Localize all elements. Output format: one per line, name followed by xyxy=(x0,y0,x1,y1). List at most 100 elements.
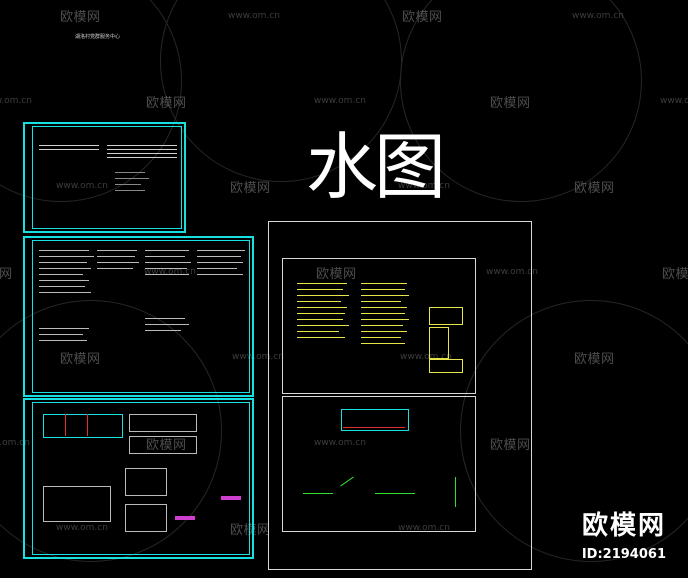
note-line xyxy=(361,337,401,338)
note-line xyxy=(297,289,343,290)
text-block xyxy=(39,268,91,269)
detail-magenta xyxy=(221,496,241,500)
watermark-logo: 欧模网 xyxy=(574,181,615,196)
note-line xyxy=(297,295,349,296)
note-line xyxy=(297,331,339,332)
text-block xyxy=(97,256,135,257)
watermark-logo: 欧模网 xyxy=(574,352,615,367)
brand-logo: 欧模网 xyxy=(581,511,666,541)
text-block xyxy=(197,274,243,275)
watermark-url: www.om.cn xyxy=(56,181,108,191)
text-block xyxy=(39,334,83,335)
watermark-url: www.om.cn xyxy=(314,438,366,448)
watermark-url: www.om.cn xyxy=(0,438,30,448)
pipe-green xyxy=(455,477,456,507)
text-block xyxy=(39,328,89,329)
pipe-green xyxy=(303,493,333,494)
drawing-sheet-water-plan[interactable] xyxy=(282,396,476,532)
watermark-url: www.om.cn xyxy=(400,352,452,362)
table-line xyxy=(39,145,99,146)
drawing-sheet-water-notes[interactable] xyxy=(282,258,476,394)
text-block xyxy=(145,318,185,319)
table-line xyxy=(107,157,177,158)
text-block xyxy=(145,268,187,269)
text-block xyxy=(39,280,89,281)
text-block xyxy=(197,256,241,257)
note-line xyxy=(297,325,349,326)
drawing-sheet-cover[interactable] xyxy=(23,122,186,233)
legend-table xyxy=(429,307,463,325)
legend-table xyxy=(429,327,449,359)
sheet-frame xyxy=(32,240,250,393)
text-block xyxy=(39,262,87,263)
note-line xyxy=(361,319,409,320)
sheet-frame xyxy=(32,126,182,229)
text-block xyxy=(39,256,94,257)
table-line xyxy=(107,145,177,146)
text-line xyxy=(115,172,145,173)
watermark-logo: 欧模网 xyxy=(146,96,187,111)
watermark-logo: 欧模网 xyxy=(60,352,101,367)
note-line xyxy=(361,331,407,332)
text-line xyxy=(115,178,149,179)
text-block xyxy=(39,340,87,341)
watermark-url: www.om.cn xyxy=(398,523,450,533)
table-line xyxy=(107,149,177,150)
text-block xyxy=(39,286,85,287)
text-block xyxy=(197,268,237,269)
brand-id: ID:2194061 xyxy=(581,547,666,562)
elevation-outline xyxy=(129,436,197,454)
drawing-sheet-notes[interactable] xyxy=(23,236,254,397)
text-block xyxy=(39,274,83,275)
project-name-label: 湖洛村党群服务中心 xyxy=(75,34,121,40)
text-block xyxy=(97,262,139,263)
note-line xyxy=(361,307,407,308)
watermark-url: www.om.cn xyxy=(0,96,32,106)
pipe-green xyxy=(340,476,354,487)
note-line xyxy=(297,307,347,308)
note-line xyxy=(361,289,405,290)
text-block xyxy=(145,250,189,251)
text-line xyxy=(115,190,145,191)
elevation-outline xyxy=(129,414,197,432)
pipe-green xyxy=(375,493,415,494)
watermark-url: www.om.cn xyxy=(232,352,284,362)
legend-table xyxy=(429,359,463,373)
water-drawings-frame xyxy=(268,221,532,570)
roof-plan-outline xyxy=(43,486,111,522)
watermark-logo: 欧模网 xyxy=(490,438,531,453)
watermark-url: www.om.cn xyxy=(660,96,688,106)
watermark-logo: 欧模网 xyxy=(60,10,101,25)
text-block xyxy=(145,330,181,331)
floor-plan-outline xyxy=(43,414,123,438)
note-line xyxy=(361,301,401,302)
text-line xyxy=(115,184,141,185)
note-line xyxy=(297,301,341,302)
drawing-set-title: 水图 xyxy=(306,125,446,209)
water-plan-outline xyxy=(341,409,409,431)
text-block xyxy=(39,292,91,293)
text-block xyxy=(97,250,137,251)
section-outline xyxy=(125,468,167,496)
text-block xyxy=(97,268,133,269)
text-block xyxy=(39,250,89,251)
table-line xyxy=(39,149,99,150)
watermark-url: www.om.cn xyxy=(56,523,108,533)
text-block xyxy=(197,250,245,251)
detail-magenta xyxy=(175,516,195,520)
watermark-url: www.om.cn xyxy=(314,96,366,106)
sheet-frame xyxy=(32,402,250,555)
watermark-logo: 欧模网 xyxy=(230,523,271,538)
watermark-url: www.om.cn xyxy=(572,11,624,21)
watermark-url: www.om.cn xyxy=(228,11,280,21)
watermark-logo: 欧模网 xyxy=(662,267,688,282)
text-block xyxy=(145,274,189,275)
text-block xyxy=(197,262,243,263)
drawing-sheet-plans[interactable] xyxy=(23,398,254,559)
note-line xyxy=(361,283,407,284)
note-line xyxy=(297,319,343,320)
wall-red xyxy=(65,414,66,436)
watermark-logo: 欧模网 xyxy=(316,267,357,282)
note-line xyxy=(361,313,405,314)
watermark-logo: 欧模网 xyxy=(230,181,271,196)
